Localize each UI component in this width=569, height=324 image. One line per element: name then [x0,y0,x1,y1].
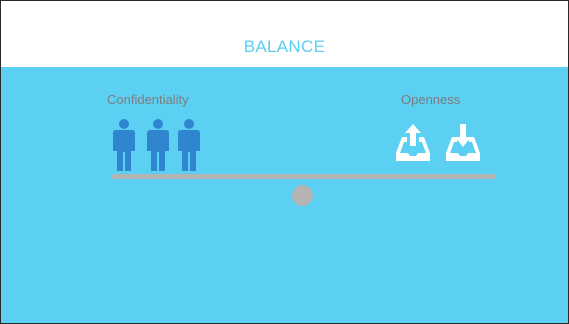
person-icon [147,119,169,171]
download-tray-icon [446,124,480,161]
person-icon [113,119,135,171]
slide-title: BALANCE [243,37,326,56]
openness-label: Openness [401,92,461,107]
balance-stage: Confidentiality Openness [1,67,568,323]
balance-pivot [292,185,313,206]
balance-beam [112,174,495,179]
person-icon [178,119,200,171]
confidentiality-label: Confidentiality [107,92,189,107]
upload-tray-icon [396,124,430,161]
